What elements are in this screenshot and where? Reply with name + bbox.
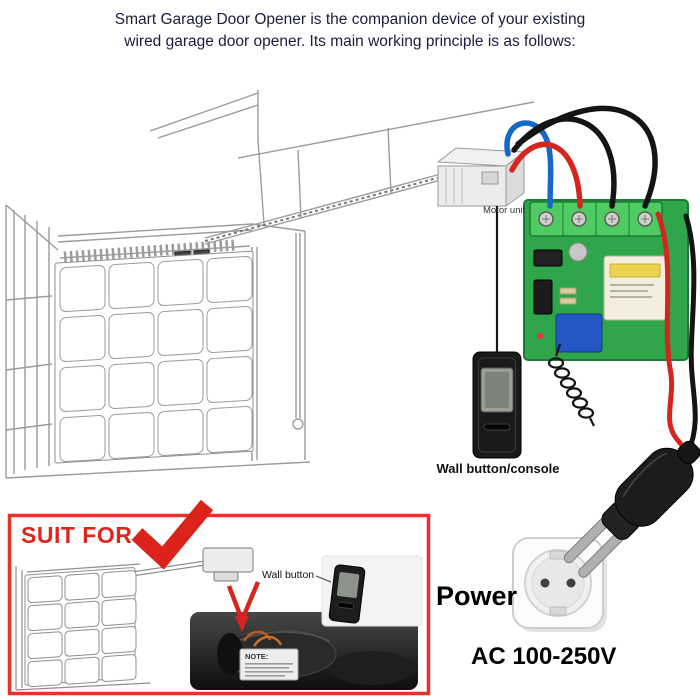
wall-button-console-label: Wall button/console [436,461,560,476]
header-text: Smart Garage Door Opener is the companio… [0,9,700,53]
pcb-relay-module [523,199,689,361]
terminal-screws [538,211,653,227]
cord-black [683,213,698,455]
inset-wall-button-device [328,564,366,624]
header-line-1: Smart Garage Door Opener is the companio… [114,11,586,28]
power-label: Power [436,581,518,611]
inset-photo: NOTE: [190,612,418,690]
wall-socket [512,537,607,632]
inset-wall-button-label: Wall button [262,569,315,581]
garage-rail [149,90,535,245]
inset-garage-drawing [15,547,254,691]
wire-black-2 [515,105,658,209]
wire-black-1 [511,116,617,209]
inset-label-pointer [315,575,332,583]
connection-wires [504,105,658,209]
wire-red [509,141,583,209]
checkmark-icon [131,499,214,570]
inset-down-arrow [226,581,261,632]
antenna-coil [547,343,595,427]
motor-unit-label: Motor unit [483,205,526,216]
motor-unit [436,147,526,207]
wall-button-device [472,351,522,459]
suit-for-inset-frame [7,513,431,696]
header-line-2: wired garage door opener. Its main worki… [124,33,576,50]
power-plug [563,440,700,578]
garage-door-panels [54,250,254,464]
ac-rating-label: AC 100-250V [471,643,617,670]
inset-garage-door-panels [24,567,137,688]
note-label: NOTE: [245,652,268,661]
suit-for-label: SUIT FOR [21,522,133,548]
